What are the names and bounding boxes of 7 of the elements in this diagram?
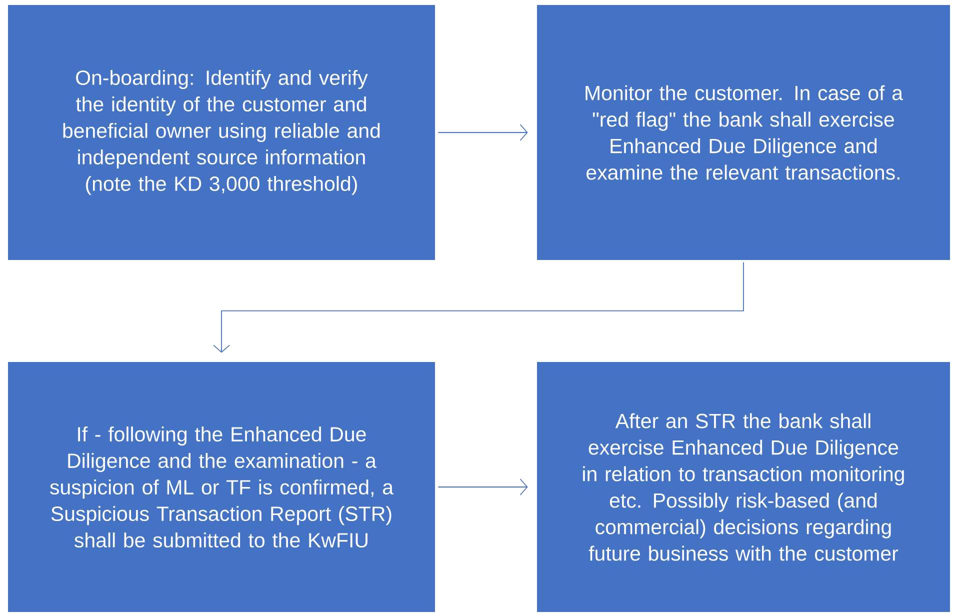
arrow	[438, 478, 528, 496]
process-box: After an STR the bank shall exercise Enhanced Due Diligence in relation to transaction monitoring etc. Possibly risk-based (and commercial) decisions regarding future business with the customer	[537, 362, 950, 612]
process-box: On-boarding: Identify and verify the identity of the customer and beneficial owner using reliable and independent source information (note the KD 3,000 threshold)	[8, 5, 435, 260]
process-box: Monitor the customer. In case of a "red flag" the bank shall exercise Enhanced Due Diligence and examine the relevant transactions.	[537, 5, 950, 260]
process-box: If - following the Enhanced Due Diligence and the examination - a suspicion of ML or TF is confirmed, a Suspicious Transaction Report (STR) shall be submitted to the KwFIU	[8, 362, 435, 612]
arrow	[213, 262, 744, 353]
arrow	[438, 124, 528, 141]
